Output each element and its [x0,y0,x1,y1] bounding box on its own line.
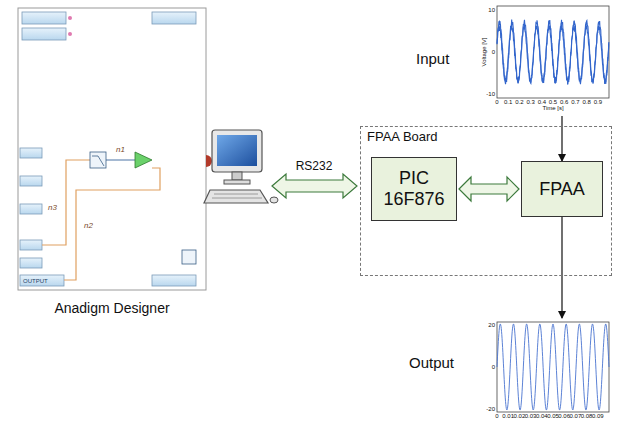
signal-arrow [459,177,519,201]
tick-label: 0.8 [582,99,590,105]
board-region: FPAA BoardPIC 16F876 FPAA [360,126,612,276]
tick-label: 0.2 [515,99,523,105]
tick-label: 0.6 [560,99,568,105]
tick-label: 10 [488,7,495,13]
tick-label: 0.7 [571,99,579,105]
axis-label: Voltage [V] [481,37,487,66]
tick-label: 0.01 [502,413,514,419]
chip-box: PIC 16F876 [371,157,457,221]
tick-label: 0.1 [504,99,512,105]
chip-box: FPAA [521,161,603,217]
tick-label: 0.07 [570,413,582,419]
tick-label: -20 [486,406,495,412]
plot-title: Input [416,50,449,67]
signal-plot: Output [405,318,612,422]
tick-label: 0.06 [558,413,570,419]
tick-label: 20 [488,322,495,328]
signal-arrow [561,116,562,161]
net-label: n2 [84,222,93,230]
net-label: n3 [48,204,57,212]
caption-text: Anadigm Designer [18,300,206,316]
designer-screenshot [18,8,212,290]
box-label: FPAA [539,179,585,200]
tick-label: 0.5 [549,99,557,105]
tick-label: 0.9 [594,99,602,105]
rs232-arrow [272,174,357,198]
tick-label: 0.4 [538,99,546,105]
tick-label: -10 [486,91,495,97]
link-label: RS232 [296,160,333,172]
output-plot [497,322,609,412]
signal-arrow [561,217,562,318]
tick-label: 0.04 [536,413,548,419]
region-title: FPAA Board [367,130,438,145]
axis-label: Time [s] [542,105,563,111]
net-label: OUTPUT [23,278,48,284]
input-plot [497,6,609,98]
tick-label: 0.09 [592,413,604,419]
tick-label: 0 [495,99,498,105]
tick-label: 0 [492,49,495,55]
plot-title: Output [409,354,454,371]
net-label: n1 [116,146,125,154]
tick-label: 0.3 [526,99,534,105]
computer-icon [204,130,278,203]
screenshot-box: Anadigm Designer [18,8,206,290]
tick-label: 0.08 [581,413,593,419]
tick-label: 0.05 [547,413,559,419]
tick-label: 0.02 [514,413,526,419]
box-label: PIC 16F876 [376,168,452,209]
tick-label: 0 [492,364,495,370]
tick-label: 0 [495,413,498,419]
tick-label: 0.03 [525,413,537,419]
